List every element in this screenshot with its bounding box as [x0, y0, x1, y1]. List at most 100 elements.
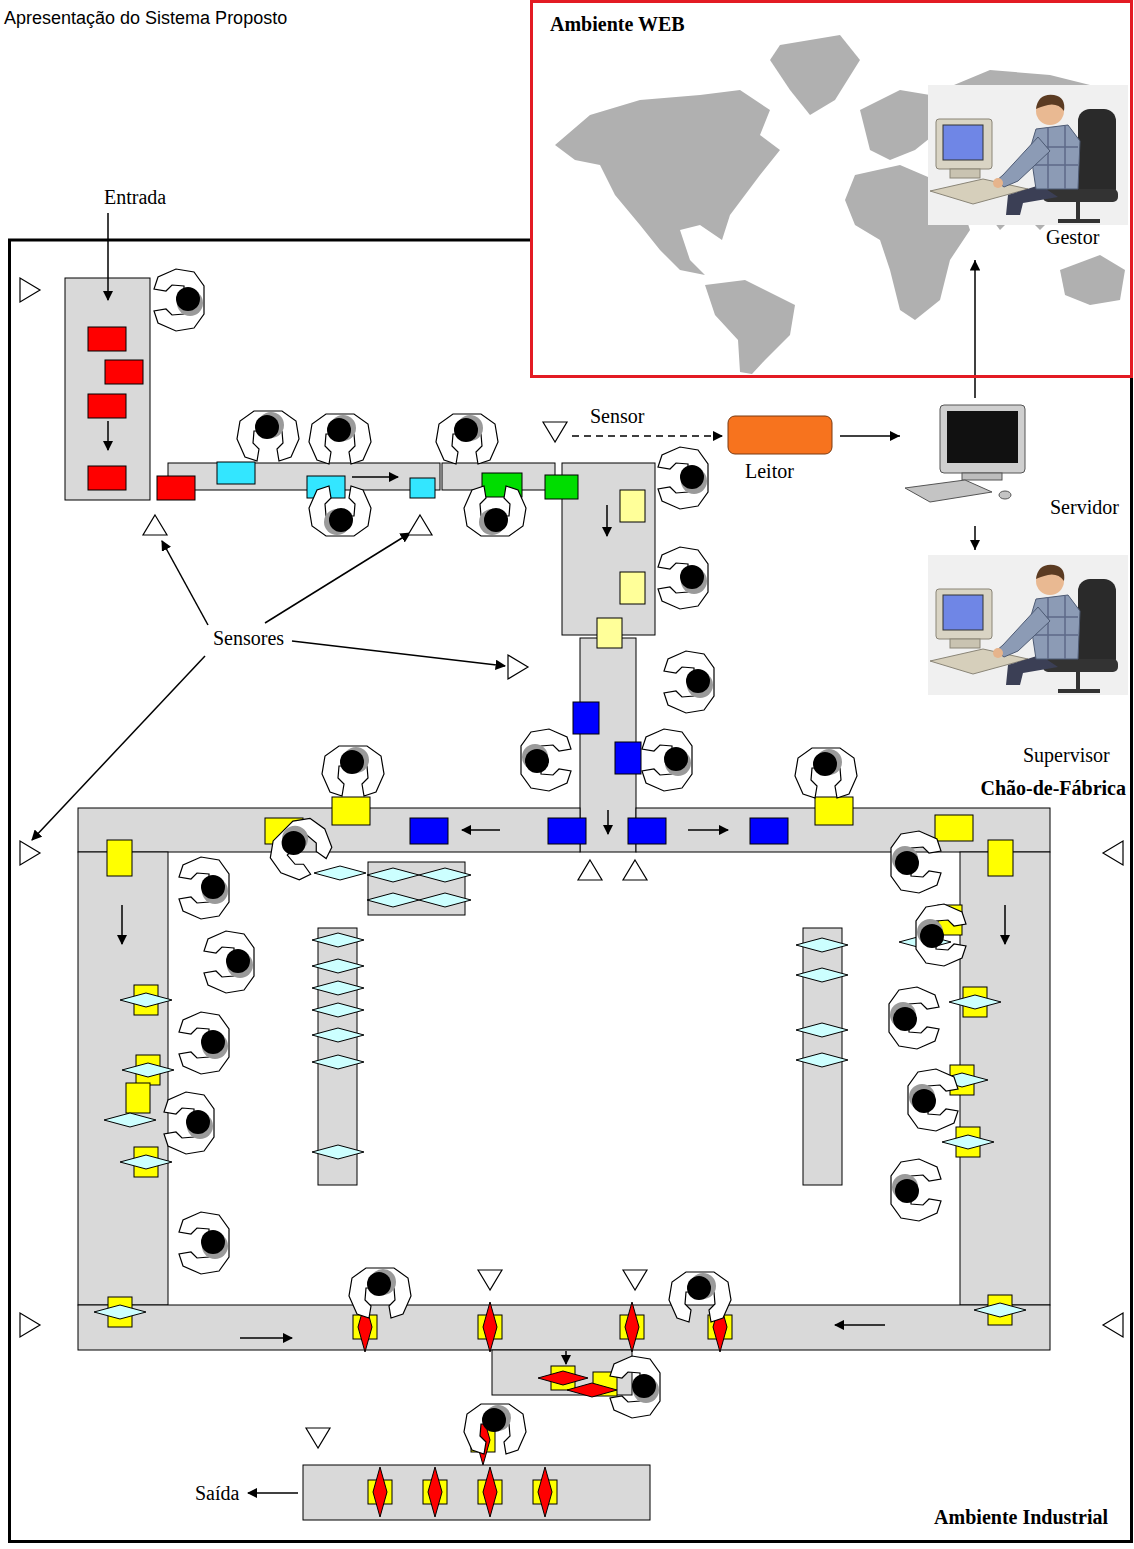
- sensor-triangle: [20, 278, 40, 302]
- finished-part: [368, 1467, 392, 1517]
- assembled-part: [122, 1055, 174, 1085]
- blue-part: [410, 818, 448, 844]
- finished-part: [533, 1467, 557, 1517]
- illustration-part: [940, 405, 1025, 473]
- worker: [322, 746, 384, 796]
- conveyor: [65, 278, 150, 500]
- worker: [908, 1069, 958, 1131]
- sensor-triangle: [578, 860, 602, 880]
- environment-region: GestorAmbiente WEB: [530, 0, 1133, 378]
- worker: [642, 729, 692, 791]
- assembled-part: [949, 987, 1001, 1017]
- component-diamond: [419, 893, 471, 907]
- annotation-label: Saída: [195, 1482, 239, 1505]
- worker: [795, 748, 857, 798]
- worker: [154, 269, 204, 331]
- sensor-triangle: [1103, 841, 1123, 865]
- blue-part: [750, 818, 788, 844]
- manager-picture: [928, 85, 1128, 225]
- illustration-part: [905, 480, 992, 502]
- worker: [610, 1356, 660, 1418]
- leader-arrow: [162, 541, 208, 625]
- cyan-part: [410, 478, 435, 498]
- sensor-triangle: [623, 1270, 647, 1290]
- worker: [261, 809, 340, 888]
- supervisor-picture: [928, 555, 1128, 695]
- leader-arrow: [32, 656, 205, 840]
- system-component: Servidor: [900, 398, 1130, 526]
- green-part: [545, 475, 578, 499]
- pale-yellow-part: [620, 490, 645, 522]
- sensor-signal: [572, 435, 722, 437]
- component-diamond: [312, 1145, 364, 1159]
- server-computer: [905, 405, 1025, 502]
- flow-arrow: [606, 505, 608, 536]
- flow-arrow: [121, 905, 123, 944]
- finished-part: [478, 1467, 502, 1517]
- assembled-part: [120, 985, 172, 1015]
- node-label: Supervisor: [1023, 744, 1110, 767]
- flow-arrow: [565, 1351, 567, 1364]
- sensor-leaders: [32, 436, 722, 840]
- component-diamond: [796, 968, 848, 982]
- worker: [658, 447, 708, 509]
- node-label: Ambiente Industrial: [934, 1506, 1108, 1529]
- assembled-part: [94, 1297, 146, 1327]
- node-label: Leitor: [745, 460, 794, 483]
- sensor-triangle: [543, 422, 567, 442]
- component-diamond: [314, 866, 366, 880]
- node-label: Gestor: [1046, 226, 1099, 249]
- system-component: Gestor: [918, 80, 1130, 260]
- sensor-triangle: [306, 1428, 330, 1448]
- data-flow-arrow: [840, 435, 900, 437]
- data-flow-arrow: [974, 526, 976, 550]
- worker: [309, 414, 371, 464]
- flow-arrows: [108, 213, 1005, 1493]
- worker: [436, 414, 498, 464]
- sensor-triangle: [143, 515, 167, 535]
- worker: [891, 1159, 941, 1221]
- worker: [464, 1404, 526, 1454]
- worker: [204, 931, 254, 993]
- continent: [555, 90, 780, 275]
- flow-arrow: [1004, 905, 1006, 944]
- sensor-triangle: [623, 860, 647, 880]
- flow-arrow: [835, 1324, 885, 1326]
- component-diamond: [312, 981, 364, 995]
- pale-yellow-part: [620, 572, 645, 604]
- worker: [237, 411, 299, 461]
- yellow-part: [126, 1083, 150, 1113]
- sensor-triangle: [20, 841, 40, 865]
- worker: [658, 547, 708, 609]
- blue-part: [615, 742, 641, 774]
- leader-arrow: [292, 641, 505, 666]
- blue-part: [573, 702, 599, 734]
- red-part: [88, 394, 126, 418]
- red-diamond: [567, 1383, 617, 1397]
- worker: [349, 1268, 411, 1318]
- worker: [179, 1012, 229, 1074]
- diagram-title: Apresentação do Sistema Proposto: [4, 8, 287, 30]
- flow-arrow: [462, 829, 500, 831]
- annotation-label: Sensor: [590, 405, 644, 428]
- yellow-part: [935, 815, 973, 841]
- component-diamond: [796, 1023, 848, 1037]
- world-map: [555, 35, 1128, 374]
- worker: [521, 729, 571, 791]
- pale-yellow-part: [597, 618, 622, 648]
- worker: [164, 1092, 214, 1154]
- yellow-part: [815, 797, 853, 825]
- continent: [1060, 255, 1125, 305]
- sensor-triangle: [478, 1270, 502, 1290]
- worker: [179, 857, 229, 919]
- yellow-part: [107, 840, 132, 876]
- blue-part: [628, 818, 666, 844]
- component-diamond: [312, 933, 364, 947]
- flow-arrow: [688, 829, 728, 831]
- conveyor: [303, 1465, 650, 1520]
- finished-part: [423, 1467, 447, 1517]
- component-diamond: [367, 868, 419, 882]
- worker: [464, 486, 526, 536]
